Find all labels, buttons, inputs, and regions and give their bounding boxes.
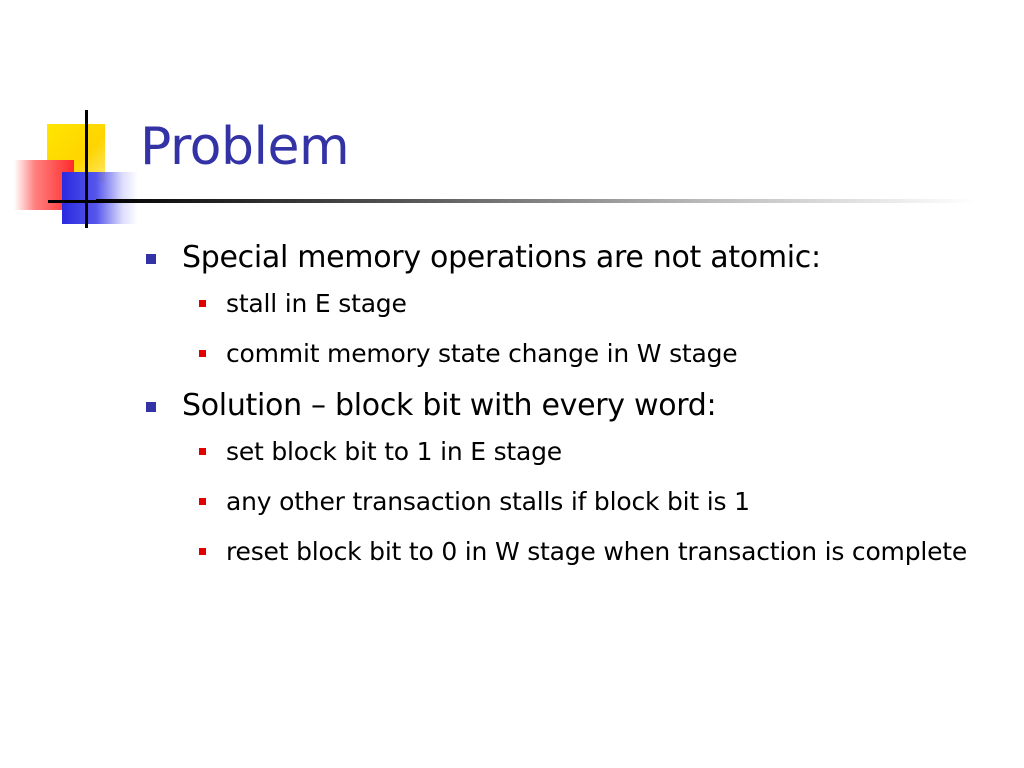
square-bullet-icon [146, 402, 156, 412]
slide-content: Special memory operations are not atomic… [146, 236, 996, 582]
square-bullet-icon [199, 448, 206, 455]
square-bullet-icon [199, 350, 206, 357]
bullet-text: Special memory operations are not atomic… [182, 240, 821, 275]
bullet-level1: Special memory operations are not atomic… [146, 236, 996, 280]
bullet-level2: commit memory state change in W stage [146, 334, 996, 374]
bullet-text: Solution – block bit with every word: [182, 388, 717, 423]
corner-logo-decoration [0, 0, 140, 240]
square-bullet-icon [146, 254, 156, 264]
square-bullet-icon [199, 548, 206, 555]
square-bullet-icon [199, 300, 206, 307]
bullet-level2: any other transaction stalls if block bi… [146, 482, 996, 522]
bullet-level2: set block bit to 1 in E stage [146, 432, 996, 472]
bullet-text: stall in E stage [226, 289, 407, 318]
square-bullet-icon [199, 498, 206, 505]
logo-horizontal-line [48, 200, 140, 203]
bullet-text: any other transaction stalls if block bi… [226, 487, 750, 516]
bullet-level2: reset block bit to 0 in W stage when tra… [146, 532, 996, 572]
bullet-level1: Solution – block bit with every word: [146, 384, 996, 428]
bullet-text: set block bit to 1 in E stage [226, 437, 562, 466]
slide-title: Problem [140, 117, 350, 177]
logo-vertical-line [85, 110, 88, 228]
bullet-text: reset block bit to 0 in W stage when tra… [226, 537, 968, 566]
logo-blue-square [62, 172, 138, 224]
bullet-text: commit memory state change in W stage [226, 339, 738, 368]
bullet-level2: stall in E stage [146, 284, 996, 324]
title-underline-rule [96, 199, 976, 203]
